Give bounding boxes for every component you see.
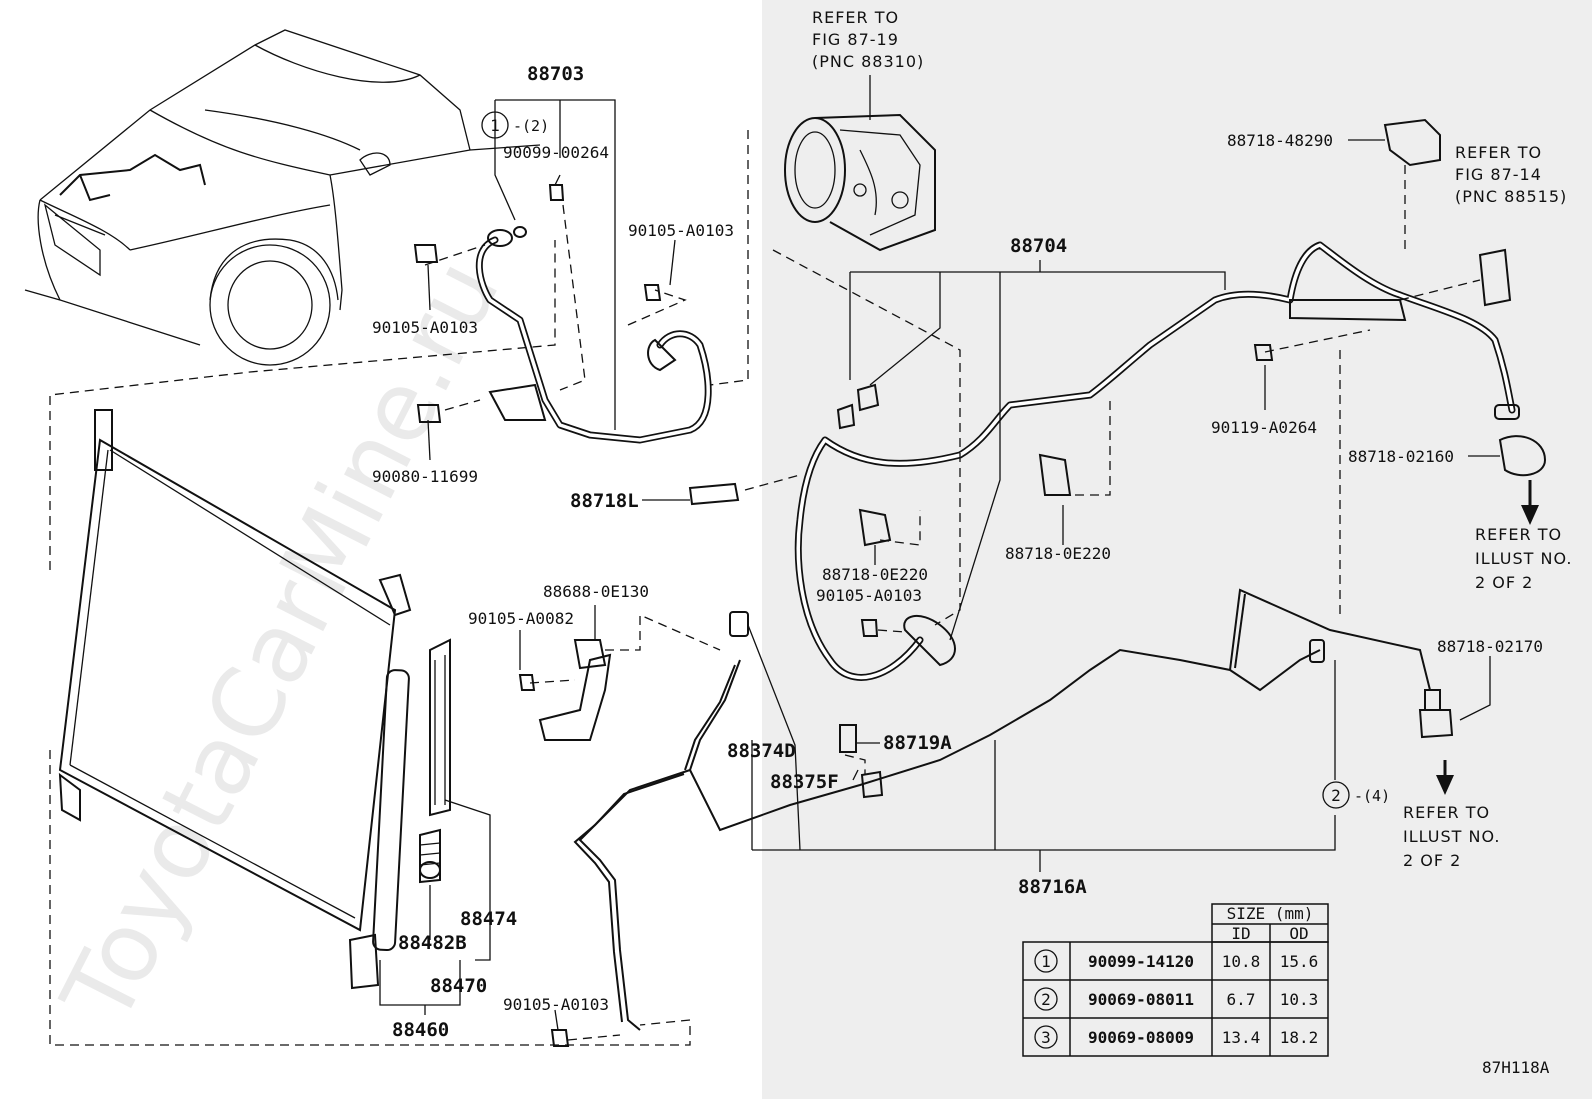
- row-3-part: 90069-08009: [1088, 1028, 1194, 1047]
- refer-fig8714-line-3: (PNC 88515): [1455, 187, 1567, 206]
- refer-fig8714-line-1: REFER TO: [1455, 143, 1542, 162]
- callout-2-qty: -(4): [1354, 787, 1390, 805]
- callout-1-number: 1: [490, 116, 500, 135]
- part-labels: 88703 90099-00264 90105-A0103 90105-A010…: [372, 63, 1543, 1041]
- label-88718-0E220-right: 88718-0E220: [1005, 544, 1111, 563]
- label-90105-A0103-upper: 90105-A0103: [628, 221, 734, 240]
- label-88688-0E130: 88688-0E130: [543, 582, 649, 601]
- compressor-image: [784, 113, 936, 252]
- refer-fig8714-line-2: FIG 87-14: [1455, 165, 1542, 184]
- callout-2: 2 -(4): [1322, 781, 1390, 809]
- callout-1-qty: -(2): [513, 117, 549, 135]
- label-88470: 88470: [430, 975, 487, 997]
- size-table-header: SIZE (mm): [1227, 904, 1314, 923]
- label-88460: 88460: [392, 1019, 449, 1041]
- refer-illust-upper-line-3: 2 OF 2: [1475, 573, 1533, 592]
- small-brackets: [538, 118, 1547, 799]
- row-3-id: 13.4: [1222, 1028, 1261, 1047]
- label-90119-A0264: 90119-A0264: [1211, 418, 1317, 437]
- row-1-od: 15.6: [1280, 952, 1319, 971]
- label-88704: 88704: [1010, 235, 1067, 257]
- label-88718-02170: 88718-02170: [1437, 637, 1543, 656]
- label-90105-A0103-center: 90105-A0103: [816, 586, 922, 605]
- vehicle-outline-illustration: [24, 29, 541, 366]
- figure-code: 87H118A: [1482, 1058, 1550, 1077]
- discharge-hose-88703: [475, 226, 740, 506]
- refer-illust-lower-line-1: REFER TO: [1403, 803, 1490, 822]
- label-90099-00264: 90099-00264: [503, 143, 609, 162]
- label-88474: 88474: [460, 908, 517, 930]
- label-88375F: 88375F: [770, 771, 839, 793]
- refer-compressor-line-2: FIG 87-19: [812, 30, 899, 49]
- table-row: 1 90099-14120 10.8 15.6: [1034, 949, 1319, 973]
- row-2-part: 90069-08011: [1088, 990, 1194, 1009]
- row-1-part: 90099-14120: [1088, 952, 1194, 971]
- refer-note-illust-upper: REFER TO ILLUST NO. 2 OF 2: [1475, 525, 1572, 592]
- callout-2-number: 2: [1331, 786, 1341, 805]
- label-88719A: 88719A: [883, 732, 952, 754]
- row-2-num: 2: [1041, 990, 1051, 1009]
- refer-note-compressor: REFER TO FIG 87-19 (PNC 88310): [812, 8, 924, 71]
- label-88718-48290: 88718-48290: [1227, 131, 1333, 150]
- row-1-num: 1: [1041, 952, 1051, 971]
- leader-lines: [379, 75, 1539, 1031]
- table-row: 3 90069-08009 13.4 18.2: [1034, 1025, 1319, 1049]
- label-90105-A0082: 90105-A0082: [468, 609, 574, 628]
- label-88703: 88703: [527, 63, 584, 85]
- label-90105-A0103-left: 90105-A0103: [372, 318, 478, 337]
- label-90105-A0103-bottom: 90105-A0103: [503, 995, 609, 1014]
- row-1-id: 10.8: [1222, 952, 1261, 971]
- refer-note-fig8714: REFER TO FIG 87-14 (PNC 88515): [1455, 143, 1567, 206]
- liquid-tube-88716A: [573, 588, 1454, 1031]
- refer-compressor-line-3: (PNC 88310): [812, 52, 924, 71]
- label-88718-02160: 88718-02160: [1348, 447, 1454, 466]
- label-88718-0E220-center: 88718-0E220: [822, 565, 928, 584]
- label-88718L: 88718L: [570, 490, 639, 512]
- label-88374D: 88374D: [727, 740, 796, 762]
- right-panel-background: [762, 0, 1592, 1099]
- refer-illust-lower-line-2: ILLUST NO.: [1403, 827, 1500, 846]
- row-2-id: 6.7: [1227, 990, 1256, 1009]
- callout-1: 1 -(2): [481, 111, 549, 139]
- dashed-guide-lines: [49, 130, 1481, 1046]
- refer-illust-lower-line-3: 2 OF 2: [1403, 851, 1461, 870]
- label-90080-11699: 90080-11699: [372, 467, 478, 486]
- suction-hose-88704: [794, 241, 1520, 681]
- row-3-od: 18.2: [1280, 1028, 1319, 1047]
- condenser-88460: [58, 409, 451, 990]
- label-88716A: 88716A: [1018, 876, 1087, 898]
- table-row: 2 90069-08011 6.7 10.3: [1034, 987, 1319, 1011]
- row-3-num: 3: [1041, 1028, 1051, 1047]
- refer-illust-upper-line-2: ILLUST NO.: [1475, 549, 1572, 568]
- row-2-od: 10.3: [1280, 990, 1319, 1009]
- refer-compressor-line-1: REFER TO: [812, 8, 899, 27]
- size-table: SIZE (mm) ID OD 1 90099-14120 10.8 15.6 …: [1022, 903, 1329, 1057]
- refer-illust-upper-line-1: REFER TO: [1475, 525, 1562, 544]
- size-table-col-id: ID: [1231, 924, 1250, 943]
- refer-note-illust-lower: REFER TO ILLUST NO. 2 OF 2: [1403, 803, 1500, 870]
- bolts: [413, 184, 1274, 1047]
- label-88482B: 88482B: [398, 932, 467, 954]
- size-table-col-od: OD: [1289, 924, 1308, 943]
